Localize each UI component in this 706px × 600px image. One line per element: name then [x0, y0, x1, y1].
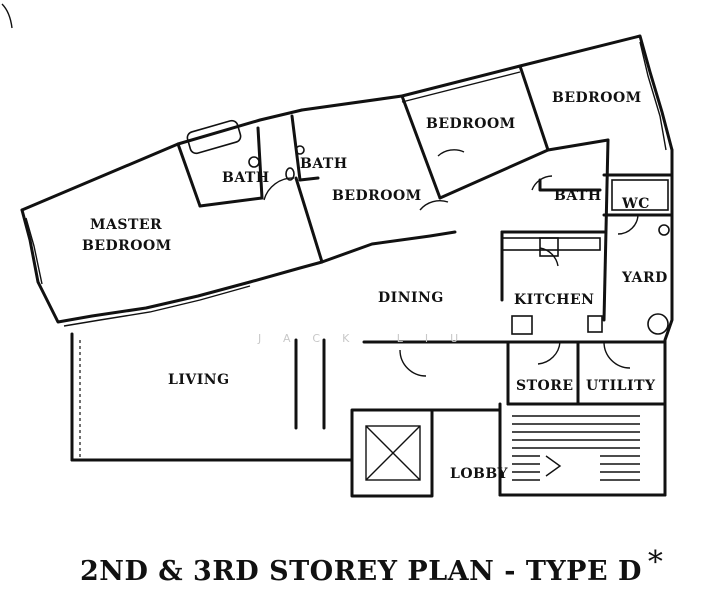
room-label-bath-2: BATH	[300, 156, 348, 172]
room-label-kitchen: KITCHEN	[514, 292, 594, 308]
watermark: JACK LIU	[257, 332, 480, 345]
room-label-master-line1: MASTER	[90, 217, 162, 233]
room-labels: MASTER BEDROOM BATH BATH BEDROOM BEDROOM…	[82, 90, 668, 482]
room-label-utility: UTILITY	[586, 378, 656, 394]
fixtures	[186, 119, 670, 335]
plan-title-text: 2ND & 3RD STOREY PLAN - TYPE D	[80, 556, 642, 587]
room-label-master-line2: BEDROOM	[82, 238, 172, 254]
lift-shaft	[365, 425, 421, 481]
room-label-wc: WC	[621, 196, 650, 212]
room-label-dining: DINING	[378, 290, 444, 306]
room-label-bath-1: BATH	[222, 170, 270, 186]
room-label-living: LIVING	[168, 372, 230, 388]
staircase	[512, 415, 640, 481]
room-label-yard: YARD	[621, 270, 668, 286]
room-label-lobby: LOBBY	[450, 466, 508, 482]
room-label-bedroom-2: BEDROOM	[426, 116, 516, 132]
corner-mark	[1, 3, 13, 29]
windows	[25, 41, 667, 458]
room-label-bedroom-1: BEDROOM	[332, 188, 422, 204]
plan-title: 2ND & 3RD STOREY PLAN - TYPE D*	[80, 545, 663, 587]
room-label-bath-3: BATH	[554, 188, 602, 204]
asterisk-mark: *	[647, 545, 664, 580]
doors	[263, 149, 639, 377]
room-label-store: STORE	[516, 378, 574, 394]
room-label-bedroom-3: BEDROOM	[552, 90, 642, 106]
